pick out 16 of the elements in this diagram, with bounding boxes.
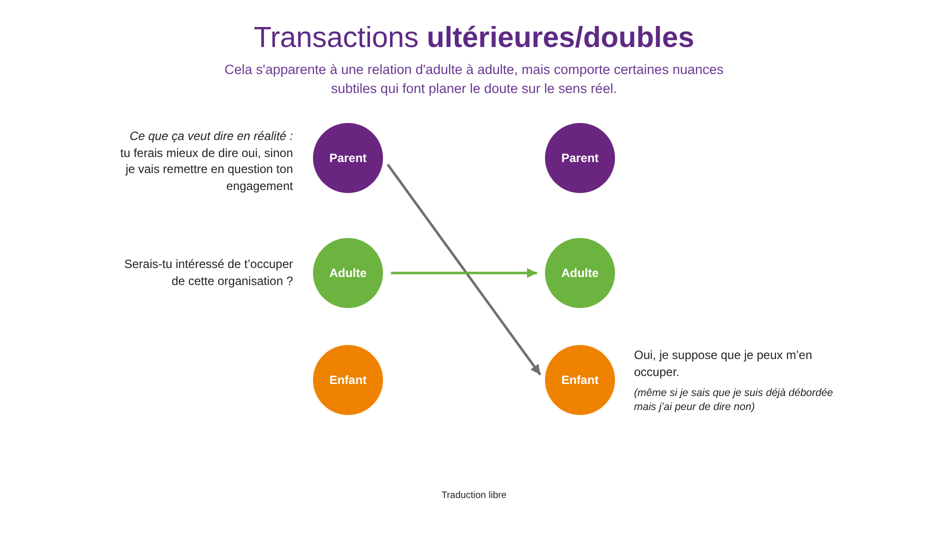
annotation-text: Serais-tu intéressé de t’occuper de cette organisation ? xyxy=(123,256,293,289)
arrow xyxy=(391,268,537,278)
annotation-text: tu ferais mieux de dire oui, sinon je vais remettre en question ton engagement xyxy=(119,144,293,194)
node-label: Adulte xyxy=(561,266,599,280)
node-label: Enfant xyxy=(329,373,367,387)
node-label: Parent xyxy=(561,151,599,165)
node-label: Adulte xyxy=(329,266,367,280)
title: Transactions ultérieures/doubles xyxy=(254,21,694,56)
subtitle: Cela s'apparente à une relation d'adulte à adulte, mais comporte certaines nuances subtiles qui font planer le doute sur le sens réel. xyxy=(224,61,724,98)
annotation-text: Ce que ça veut dire en réalité : xyxy=(128,128,293,144)
annotation-text: (même si je sais que je suis déjà débordée mais j’ai peur de dire non) xyxy=(634,386,834,414)
caption: Traduction libre xyxy=(441,490,507,501)
node-label: Enfant xyxy=(561,373,599,387)
annotation-text: Oui, je suppose que je peux m’en occuper. xyxy=(634,347,814,380)
node-label: Parent xyxy=(329,151,367,165)
arrow xyxy=(386,164,542,376)
